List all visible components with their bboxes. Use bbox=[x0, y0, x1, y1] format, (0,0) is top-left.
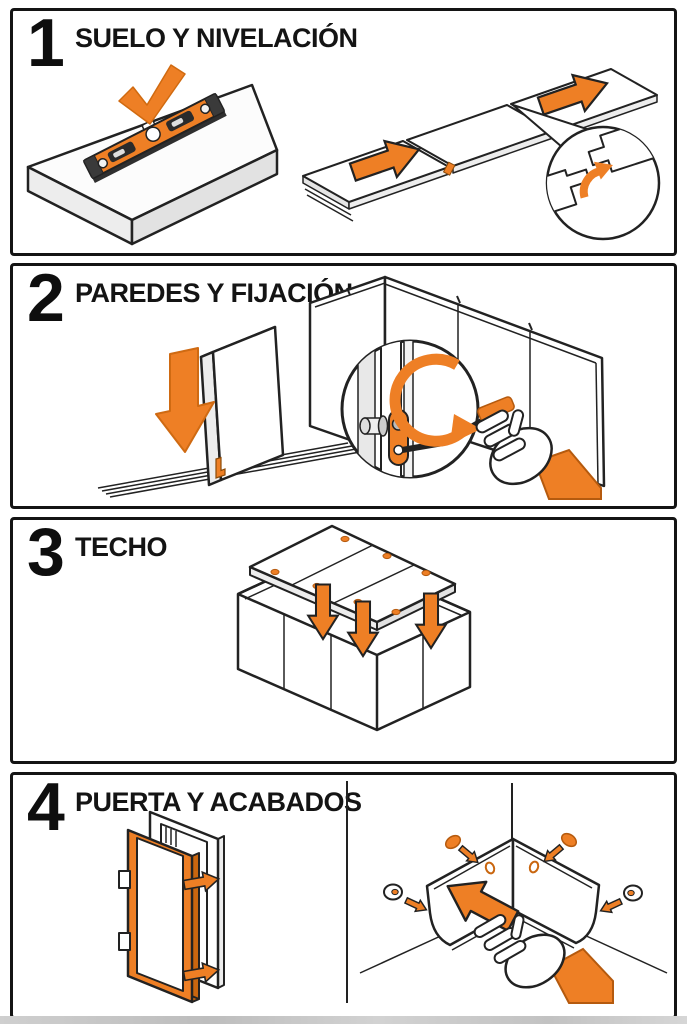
door-fit-arrows bbox=[182, 870, 221, 984]
plugs-and-caps bbox=[383, 832, 643, 914]
step-title-4: PUERTA Y ACABADOS bbox=[75, 787, 362, 817]
step-title-3: TECHO bbox=[75, 532, 168, 562]
room-corner-lines bbox=[359, 783, 668, 974]
step-title-1: SUELO Y NIVELACIÓN bbox=[75, 23, 358, 53]
cap-arrow-left bbox=[403, 896, 428, 913]
step-panel-2: 2 PAREDES Y FIJACIÓN bbox=[10, 263, 677, 509]
cap-arrow-right bbox=[599, 897, 624, 914]
plug-right bbox=[560, 832, 578, 848]
step-title-2: PAREDES Y FIJACIÓN bbox=[75, 278, 353, 308]
door-and-trim-illustration bbox=[118, 781, 668, 1004]
step-panel-1: 1 SUELO Y NIVELACIÓN bbox=[10, 8, 677, 256]
door-leaf bbox=[118, 828, 200, 1004]
press-arrows bbox=[306, 583, 448, 658]
spirit-level bbox=[82, 92, 227, 183]
hand bbox=[475, 409, 602, 500]
down-arrow bbox=[155, 347, 215, 453]
plug-arrow-right bbox=[543, 843, 565, 863]
cam-lock-detail bbox=[357, 341, 414, 477]
cap-right bbox=[623, 884, 643, 902]
roof-placement-illustration bbox=[236, 524, 472, 732]
step-panel-4: 4 PUERTA Y ACABADOS bbox=[10, 772, 677, 1019]
floor-leveling-illustration bbox=[26, 64, 661, 246]
rotation-arrow bbox=[389, 353, 481, 447]
step-number-4: 4 bbox=[27, 769, 65, 845]
checkmark-icon bbox=[118, 64, 186, 125]
plug-left bbox=[444, 834, 462, 850]
pushing-hand bbox=[473, 914, 614, 1004]
plug-arrow-left bbox=[457, 844, 479, 864]
wall-panel bbox=[199, 325, 285, 487]
step-number-2: 2 bbox=[27, 260, 65, 336]
cap-left bbox=[383, 883, 403, 901]
base-bracket bbox=[215, 456, 226, 479]
step-panel-3: 3 TECHO bbox=[10, 517, 677, 764]
wall-fixing-illustration bbox=[97, 275, 606, 500]
bottom-edge-strip bbox=[0, 1016, 687, 1024]
step-number-1: 1 bbox=[27, 5, 65, 81]
step-number-3: 3 bbox=[27, 514, 65, 590]
